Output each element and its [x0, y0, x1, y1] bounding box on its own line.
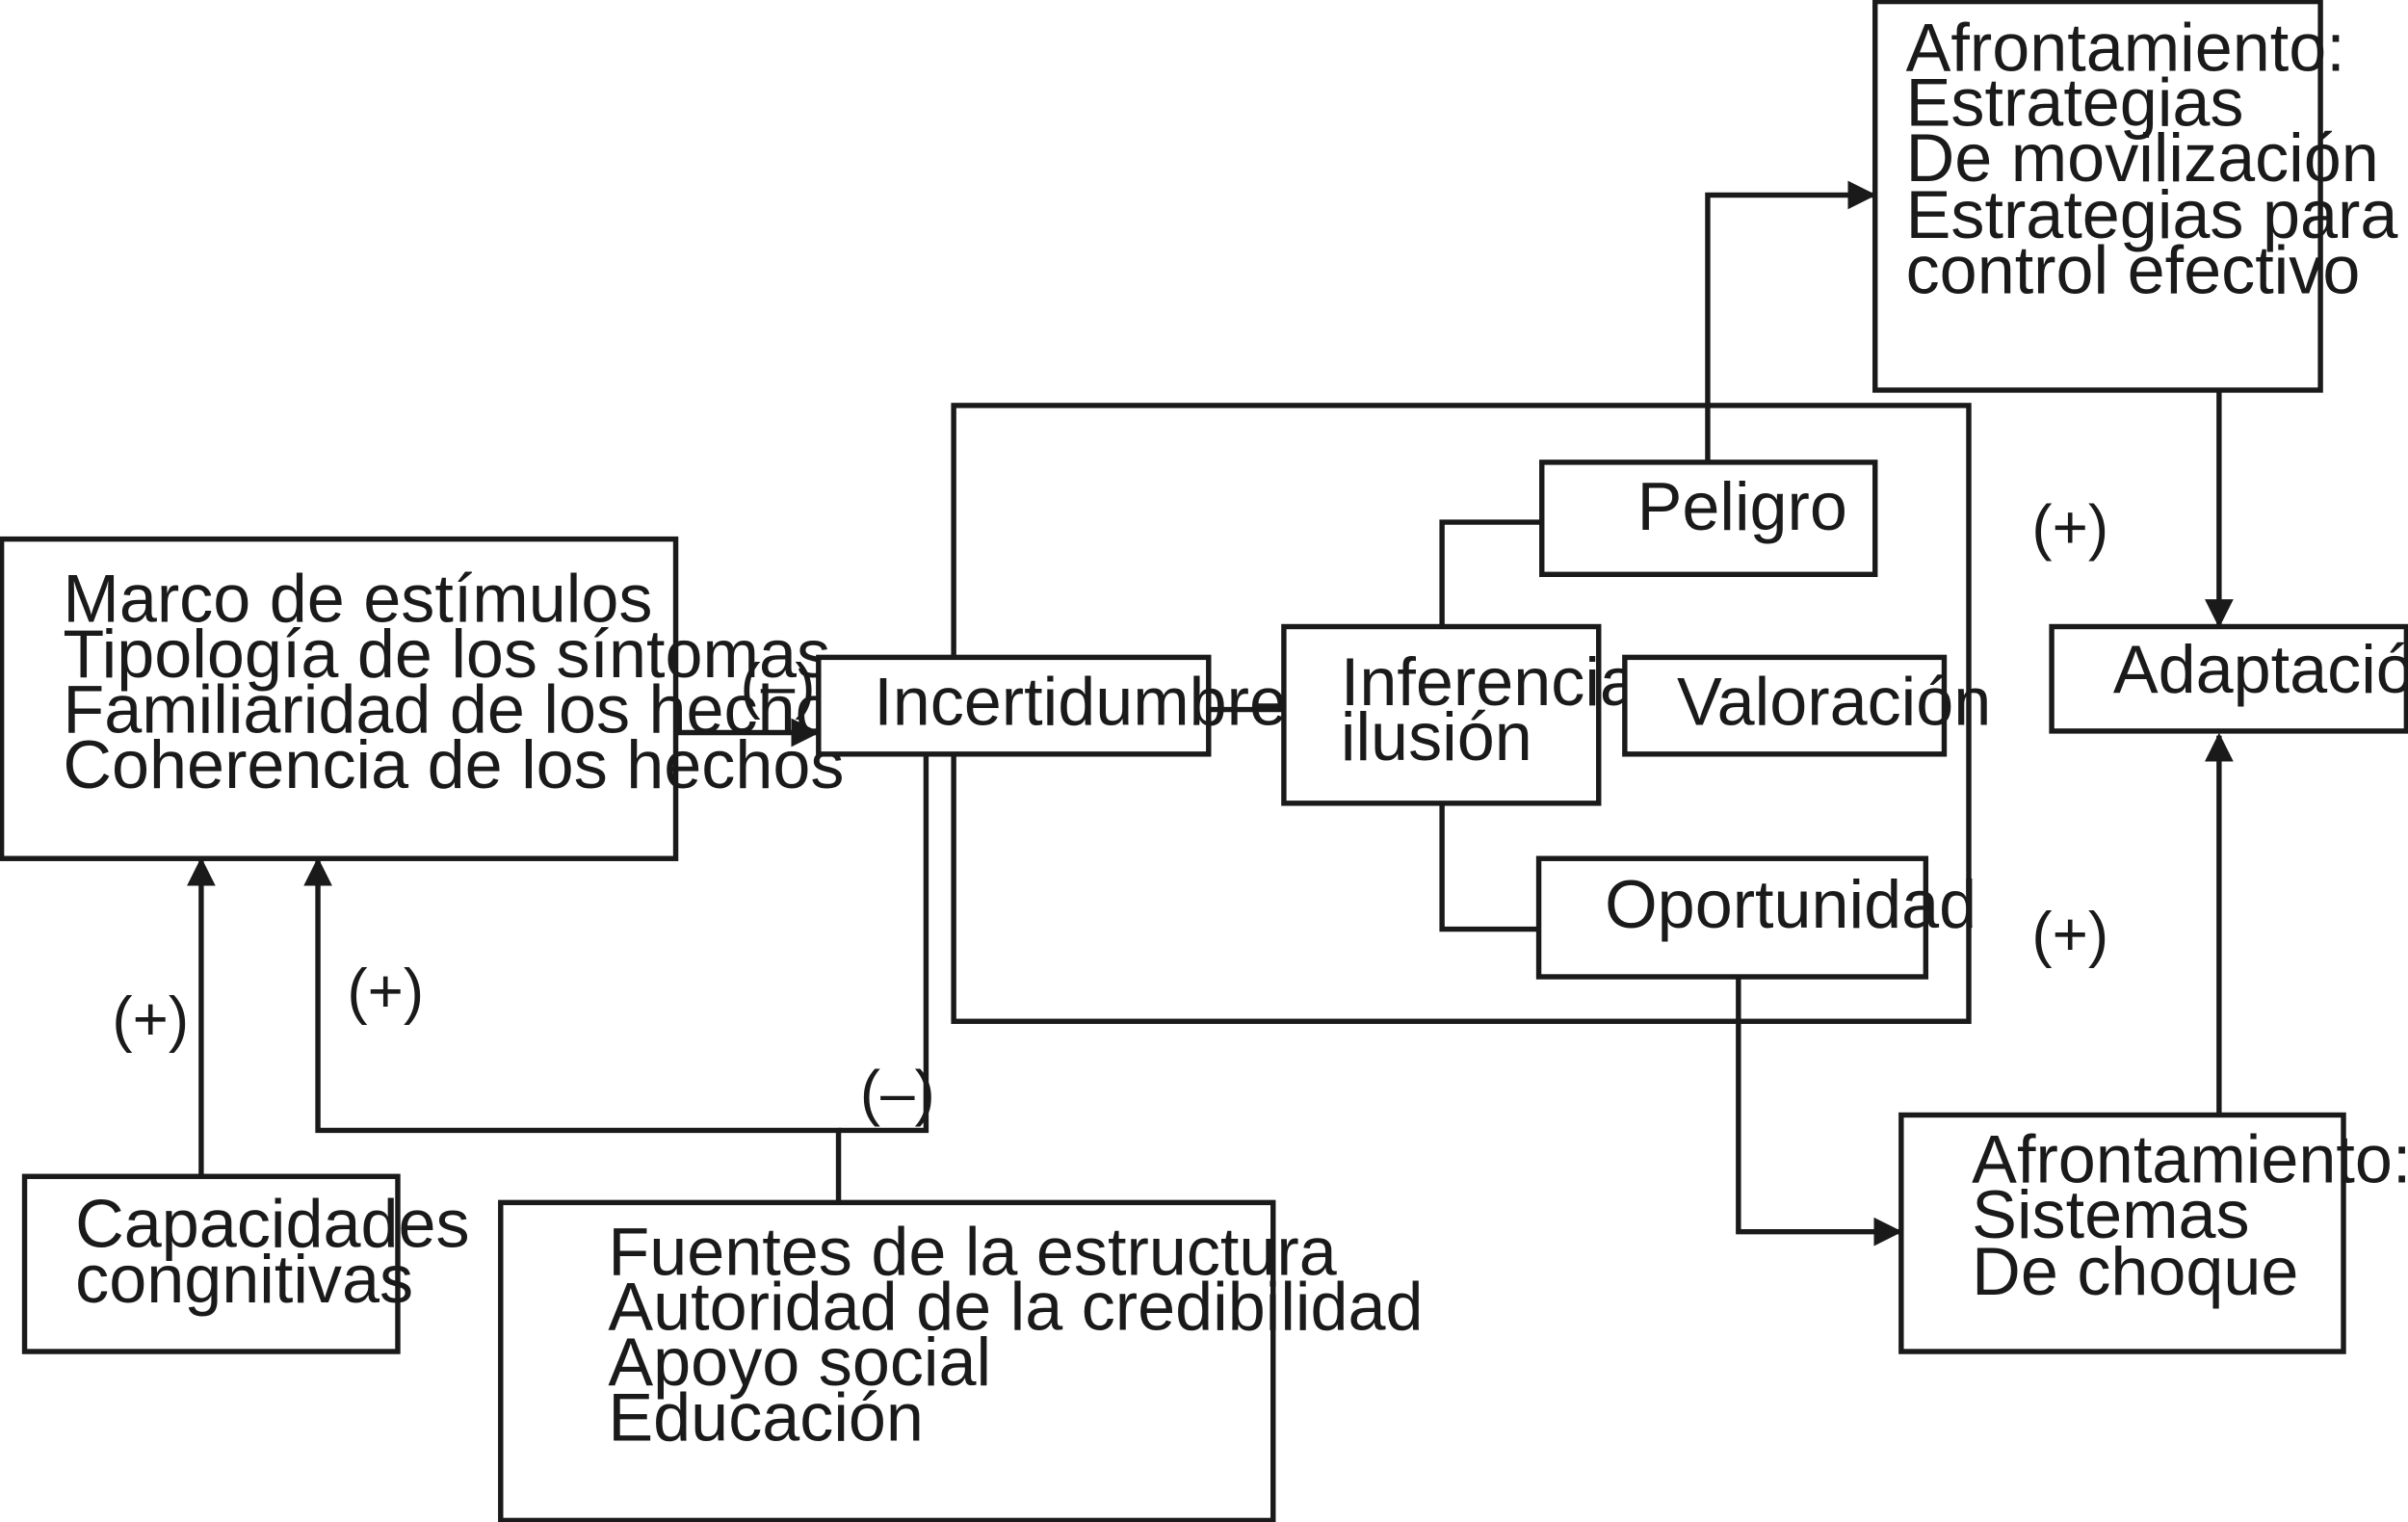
sign-estrategias-to-adaptacion: (+) [2031, 492, 2108, 562]
node-oportunidad: Oportunidad [1535, 855, 1976, 980]
inferencia-line-1: Inferencia [1341, 643, 1638, 720]
svg-text:Adaptación: Adaptación [2113, 631, 2408, 707]
svg-text:Marco de estímulos Tipol: Marco de estímulos Tipología de los sínt… [63, 561, 885, 802]
fuentes-line-1: Fuentes de la estructura [608, 1213, 1337, 1289]
svg-text:Peligro: Peligro [1637, 468, 1847, 544]
svg-text:Incertidumbre: Incertidumbre [874, 664, 1287, 740]
capacidades-line-2: congnitivas [75, 1241, 413, 1317]
svg-text:Fuentes de la estructura: Fuentes de la estructura Autoridad de la… [608, 1213, 1442, 1455]
sign-marco-to-incertidumbre: (–) [741, 650, 816, 720]
peligro-label: Peligro [1637, 468, 1847, 544]
sign-fuentes-to-marco: (+) [347, 957, 424, 1026]
estrategias-line-1: Afrontamiento: [1906, 9, 2345, 85]
node-capacidades-cognitivas: Capacidades congnitivas [21, 1173, 488, 1354]
marco-line-4: Coherencia de los hechos [63, 726, 844, 802]
arrow-fuentes-to-marco [303, 856, 842, 1201]
arrow-oportunidad-to-afrontamiento-sistemas [1736, 977, 1903, 1246]
marco-line-1: Marco de estímulos [63, 561, 652, 637]
fuentes-line-2: Autoridad de la credibilidad [608, 1269, 1423, 1345]
capacidades-line-1: Capacidades [75, 1186, 469, 1262]
node-inferencia-ilusion: Inferencia ilusión [1281, 623, 1657, 806]
fuentes-line-3: Apoyo social [608, 1324, 991, 1400]
sistemas-line-1: Afrontamiento: [1972, 1121, 2408, 1197]
sign-sistemas-to-adaptacion: (+) [2031, 900, 2108, 969]
oportunidad-label: Oportunidad [1605, 866, 1976, 942]
estrategias-line-3: De movilización [1906, 119, 2379, 196]
sistemas-line-2: Sistemas [1972, 1176, 2249, 1252]
adaptacion-label: Adaptación [2113, 631, 2408, 707]
node-afrontamiento-estrategias: Afrontamiento: Estrategias De movilizaci… [1872, 0, 2408, 393]
line-inferencia-to-oportunidad [1439, 804, 1539, 932]
node-adaptacion: Adaptación [2049, 623, 2408, 734]
arrow-peligro-to-afrontamiento-estrategias [1705, 180, 1877, 461]
svg-text:Capacidades congnitivas: Capacidades congnitivas [75, 1186, 488, 1317]
line-fuentes-to-incertidumbre [838, 755, 929, 1134]
marco-line-3: Familiaridad de los hechos [63, 671, 866, 748]
estrategias-line-4: Estrategias para el [1906, 176, 2408, 252]
sistemas-line-3: De choque [1972, 1233, 2298, 1309]
marco-line-2: Tipología de los síntomas [63, 616, 830, 692]
node-afrontamiento-sistemas: Afrontamiento: Sistemas De choque [1898, 1112, 2408, 1354]
inferencia-line-2: ilusión [1341, 698, 1532, 774]
svg-text:Afrontamiento: Estrategi: Afrontamiento: Estrategias De movilizaci… [1906, 9, 2408, 307]
svg-text:Valoración: Valoración [1677, 664, 1991, 740]
estrategias-line-2: Estrategias [1906, 65, 2244, 141]
node-fuentes-de-la-estructura: Fuentes de la estructura Autoridad de la… [498, 1199, 1442, 1522]
node-valoracion: Valoración [1622, 654, 1991, 757]
svg-text:Oportunidad: Oportunidad [1605, 866, 1976, 942]
svg-text:Inferencia ilusión: Inferencia ilusión [1341, 643, 1657, 774]
estrategias-line-5: control efectivo [1906, 232, 2361, 308]
sign-fuentes-to-incertidumbre: (–) [860, 1058, 935, 1127]
polarity-signs: (–) (+) (+) (–) (+) (+) [112, 492, 2108, 1127]
node-peligro: Peligro [1539, 459, 1878, 577]
sign-capacidades-to-marco: (+) [112, 984, 189, 1053]
incertidumbre-label: Incertidumbre [874, 664, 1287, 740]
connectors [186, 180, 2234, 1246]
node-marco-de-estimulos: Marco de estímulos Tipología de los sínt… [0, 536, 885, 861]
valoracion-label: Valoración [1677, 664, 1991, 740]
fuentes-line-4: Educación [608, 1378, 924, 1455]
line-inferencia-to-peligro [1439, 519, 1542, 627]
node-incertidumbre: Incertidumbre [816, 654, 1287, 757]
svg-text:Afrontamiento: Sistemas: Afrontamiento: Sistemas De choque [1972, 1121, 2408, 1309]
